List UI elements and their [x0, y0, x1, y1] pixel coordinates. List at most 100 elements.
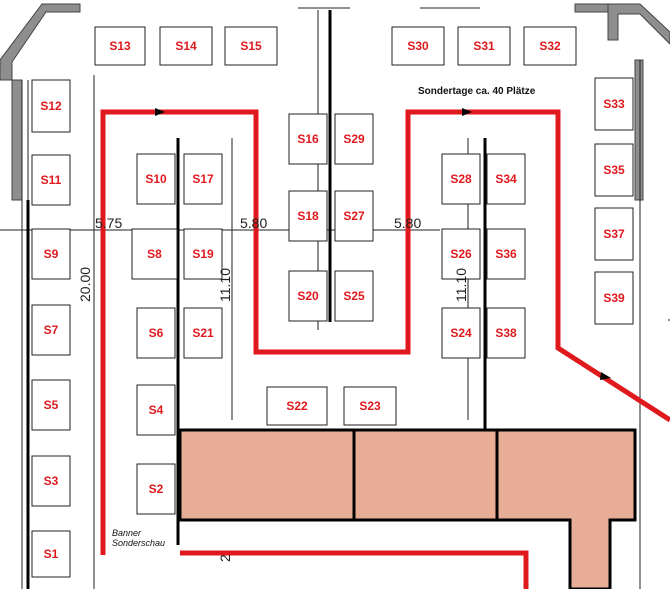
- reserved-area: [178, 428, 637, 589]
- dimension-left-row-depth: 11.10: [217, 268, 233, 302]
- stall: S6: [136, 307, 176, 359]
- stall-label: S15: [240, 39, 262, 53]
- stall-label: S2: [149, 482, 164, 496]
- stall: S26: [441, 228, 481, 280]
- stall: S34: [486, 153, 526, 205]
- stall-box: [31, 79, 71, 133]
- stall-box: [486, 153, 526, 205]
- stall-box: [183, 153, 223, 205]
- stall-box: [183, 307, 223, 359]
- notes: Sondertage ca. 40 Plätze Banner Sondersc…: [112, 86, 536, 548]
- stall-label: S30: [407, 39, 429, 53]
- stall: S7: [31, 304, 71, 356]
- dimension-middle-aisle: 5.80: [240, 215, 267, 231]
- stall: S18: [288, 190, 328, 242]
- stall-label: S12: [40, 99, 62, 113]
- stall-label: S18: [297, 209, 319, 223]
- stall-box: [343, 386, 397, 426]
- stall: S37: [594, 207, 634, 261]
- banner-sublabel: Sonderschau: [112, 538, 165, 548]
- stall: S31: [457, 26, 511, 66]
- stall: S14: [159, 26, 213, 66]
- stall-label: S26: [450, 247, 472, 261]
- stall: S11: [31, 154, 71, 206]
- stall-box: [159, 26, 213, 66]
- stall: S38: [486, 307, 526, 359]
- stall: S24: [441, 307, 481, 359]
- stall-box: [486, 228, 526, 280]
- route-bottom: [180, 550, 529, 589]
- stall-label: S22: [286, 399, 308, 413]
- stall-label: S21: [192, 326, 214, 340]
- stall-box: [183, 228, 223, 280]
- stall-label: S8: [147, 247, 162, 261]
- route-arrow-2: [462, 108, 472, 116]
- stall: S29: [334, 113, 374, 165]
- stall-box: [457, 26, 511, 66]
- stall-label: S10: [145, 172, 167, 186]
- stall-label: S5: [44, 398, 59, 412]
- stall: S28: [441, 153, 481, 205]
- stall-label: S1: [44, 547, 59, 561]
- stall-label: S33: [603, 97, 625, 111]
- stall-label: S27: [343, 209, 365, 223]
- stall-box: [441, 228, 481, 280]
- stall: S13: [94, 26, 146, 66]
- dimension-right-row-depth: 11.10: [453, 268, 469, 302]
- stall-label: S4: [149, 403, 164, 417]
- stall-box: [523, 26, 577, 66]
- stall-box: [391, 26, 445, 66]
- stall-box: [136, 463, 176, 515]
- stall-label: S3: [44, 474, 59, 488]
- stall-box: [334, 190, 374, 242]
- stall-box: [334, 270, 374, 322]
- stall-box: [594, 271, 634, 325]
- stall-label: S25: [343, 289, 365, 303]
- stall: S1: [31, 530, 71, 578]
- stall: S16: [288, 113, 328, 165]
- partitions: [26, 10, 487, 589]
- stall: S23: [343, 386, 397, 426]
- dimension-right-aisle: 5.80: [394, 215, 421, 231]
- stall: S15: [224, 26, 278, 66]
- stall-label: S31: [473, 39, 495, 53]
- stall: S3: [31, 455, 71, 507]
- stall-label: S17: [192, 172, 214, 186]
- stall-box: [288, 113, 328, 165]
- stall-box: [224, 26, 278, 66]
- stall: S4: [136, 384, 176, 436]
- stall-label: S36: [495, 247, 517, 261]
- stall-box: [31, 304, 71, 356]
- stall: S21: [183, 307, 223, 359]
- wall-top-left: [0, 3, 81, 81]
- stall: S39: [594, 271, 634, 325]
- stall-label: S11: [41, 173, 62, 187]
- wall-top-right: [607, 3, 670, 45]
- stall-box: [594, 143, 634, 197]
- wall-right-column: [634, 59, 644, 201]
- stall: S32: [523, 26, 577, 66]
- stall-label: S23: [359, 399, 381, 413]
- stall: S33: [594, 77, 634, 131]
- stall-box: [594, 77, 634, 131]
- stall-box: [31, 530, 71, 578]
- stall-label: S6: [149, 326, 164, 340]
- stall-box: [334, 113, 374, 165]
- stall: S36: [486, 228, 526, 280]
- stall: S20: [288, 270, 328, 322]
- stall-label: S29: [343, 132, 365, 146]
- stall-box: [266, 386, 328, 426]
- stall-box: [31, 379, 71, 431]
- stall: S22: [266, 386, 328, 426]
- stall-box: [288, 190, 328, 242]
- stall-box: [136, 153, 176, 205]
- banner-label: Banner: [112, 528, 142, 538]
- stall-label: S37: [603, 227, 625, 241]
- dimension-labels: 5.75 5.80 5.80 20.00 11.10 11.10 2: [77, 215, 469, 562]
- stall-label: S7: [44, 323, 59, 337]
- wall-left-column: [11, 79, 23, 201]
- dimension-total-depth: 20.00: [77, 267, 93, 302]
- stall-label: S34: [495, 172, 517, 186]
- stall-label: S14: [175, 39, 197, 53]
